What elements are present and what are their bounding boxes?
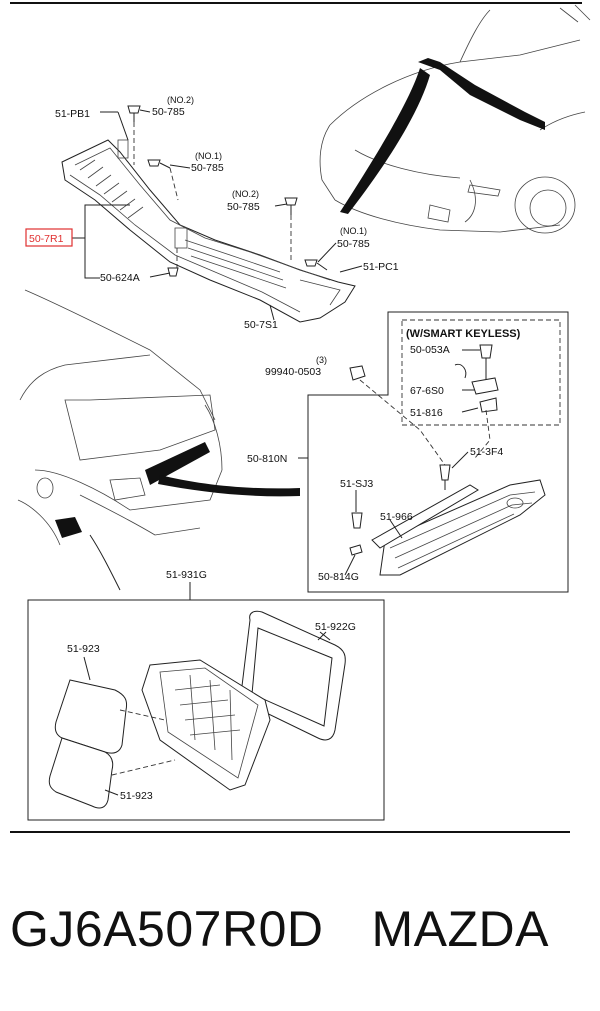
label-51-pc1: 51-PC1	[363, 261, 399, 273]
car-front-illustration	[319, 4, 591, 234]
label-51-922g: 51-922G	[315, 621, 356, 633]
part-number: GJ6A507R0D	[10, 901, 324, 957]
label-smart-keyless: (W/SMART KEYLESS)	[406, 328, 521, 340]
label-67-6s0: 67-6S0	[410, 385, 444, 397]
garnish-assembly	[298, 311, 569, 593]
label-50-814g: 50-814G	[318, 571, 359, 583]
label-50-053a: 50-053A	[410, 344, 450, 356]
label-51-931g: 51-931G	[166, 569, 207, 581]
label-51-pb1: 51-PB1	[55, 108, 90, 120]
label-no2-b: (NO.2)	[232, 189, 259, 199]
label-50-810n: 50-810N	[247, 453, 287, 465]
label-50-785-b: 50-785	[191, 162, 224, 174]
highlight-box	[25, 228, 73, 247]
label-99940-0503: 99940-0503	[265, 366, 321, 378]
label-51-966: 51-966	[380, 511, 413, 523]
label-50-785-d: 50-785	[337, 238, 370, 250]
label-no1-a: (NO.1)	[195, 151, 222, 161]
label-qty-3: (3)	[316, 355, 327, 365]
label-51-3f4: 51-3F4	[470, 446, 503, 458]
label-no2-a: (NO.2)	[167, 95, 194, 105]
car-rear-illustration	[17, 289, 300, 591]
label-no1-b: (NO.1)	[340, 226, 367, 236]
label-50-785-a: 50-785	[152, 106, 185, 118]
brand-name: MAZDA	[371, 901, 549, 957]
caption: GJ6A507R0D MAZDA	[10, 900, 590, 958]
label-51-923-b: 51-923	[120, 790, 153, 802]
label-50-785-c: 50-785	[227, 201, 260, 213]
label-50-7r1: 50-7R1	[29, 233, 64, 245]
label-51-816: 51-816	[410, 407, 443, 419]
label-51-sj3: 51-SJ3	[340, 478, 373, 490]
cowl-grille-illustration	[61, 105, 363, 323]
label-51-923-a: 51-923	[67, 643, 100, 655]
panel-assembly	[27, 582, 385, 821]
label-50-7s1: 50-7S1	[244, 319, 278, 331]
label-50-624a: 50-624A	[100, 272, 140, 284]
